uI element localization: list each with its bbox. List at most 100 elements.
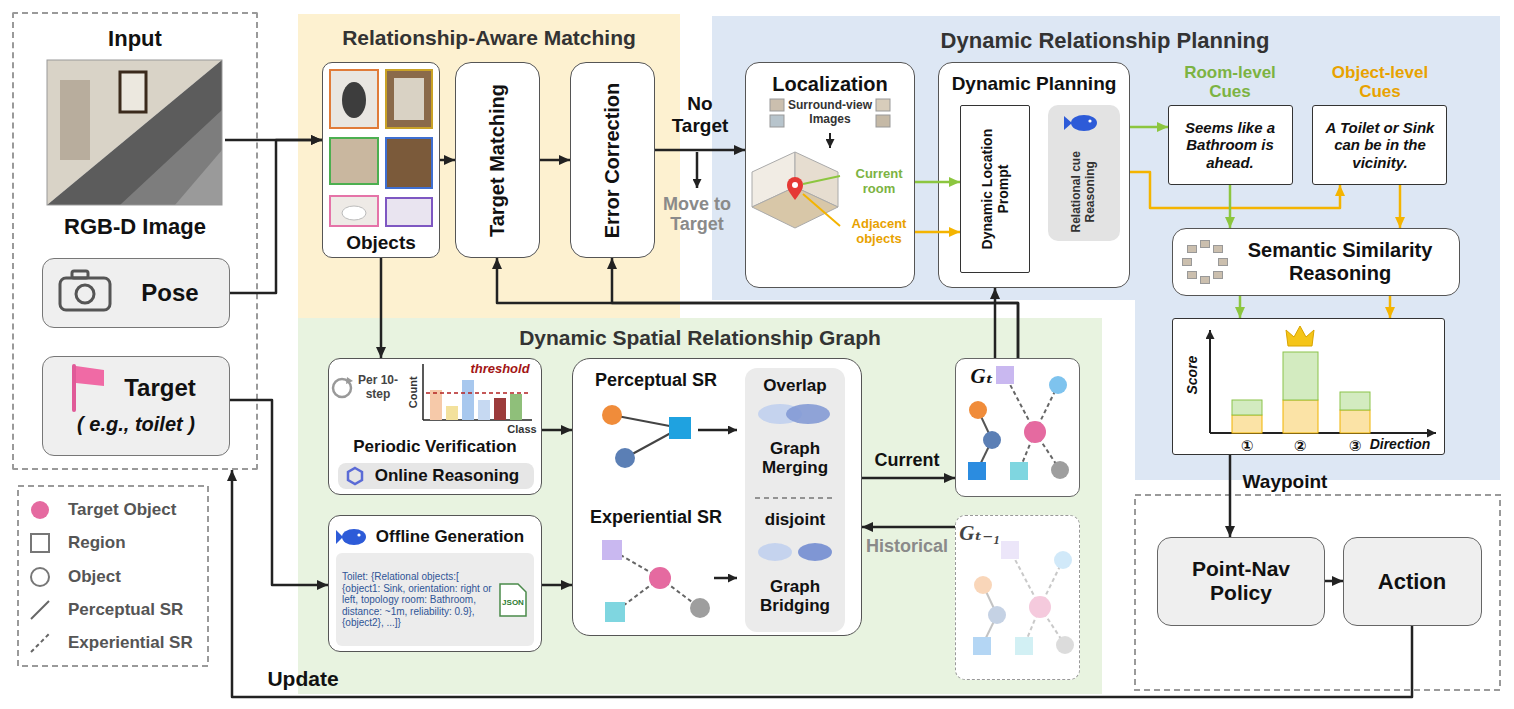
surround-icon xyxy=(1214,272,1223,279)
connector-arrow xyxy=(542,584,572,587)
graph-historical xyxy=(988,606,1006,624)
legend-text: Experiential SR xyxy=(68,633,204,653)
cue-box: Object-level CuesA Toilet or Sink can be… xyxy=(1312,105,1447,185)
cue-box-text: Room-level Cues xyxy=(1171,63,1289,102)
histogram xyxy=(510,394,522,420)
pose-box: Pose xyxy=(42,258,230,328)
relationship-box-text: Experiential SR xyxy=(576,507,736,528)
flag-icon xyxy=(72,366,76,410)
policy-box: Point-Nav Policy xyxy=(1157,537,1325,626)
localization-illustration xyxy=(770,99,784,111)
histogram xyxy=(446,406,458,420)
edge-label: Historical xyxy=(861,536,953,557)
connector-arrow xyxy=(540,159,570,162)
score-chart-box-text: ② xyxy=(1289,437,1311,454)
operation-box-text: disjoint xyxy=(747,510,843,530)
graph-box-text: Gₜ xyxy=(962,364,1002,388)
connector-arrow xyxy=(1229,455,1232,537)
score-chart xyxy=(1340,410,1370,433)
score-chart xyxy=(1210,326,1436,433)
connector-arrow xyxy=(230,400,328,585)
whale-icon xyxy=(1071,115,1097,131)
histogram xyxy=(338,463,534,489)
object-thumbnails xyxy=(330,196,378,226)
graph-historical xyxy=(974,576,992,594)
score-chart-box-text: Direction xyxy=(1363,436,1437,452)
localization-illustration xyxy=(876,115,890,127)
camera-icon xyxy=(72,271,88,278)
score-chart-box-text: ③ xyxy=(1344,437,1366,454)
relationship-box-text: Perceptual SR xyxy=(581,370,731,391)
flag-icon xyxy=(74,366,104,410)
rgbd-image xyxy=(175,150,222,205)
process-box: Semantic Similarity Reasoning xyxy=(1172,228,1460,296)
relation-graphs xyxy=(698,429,737,432)
legend-sample xyxy=(31,601,49,619)
legend-box xyxy=(18,486,208,666)
operation-box-text: Graph Bridging xyxy=(747,577,843,616)
target-box: Target( e.g., toilet ) xyxy=(42,356,230,456)
histogram xyxy=(478,400,490,420)
surround-icon xyxy=(1214,246,1223,253)
policy-region xyxy=(1135,495,1500,690)
edge-label: Update xyxy=(255,667,351,691)
object-thumbnails xyxy=(394,78,424,120)
policy-box-text: Point-Nav Policy xyxy=(1166,557,1316,605)
connector-arrow xyxy=(915,231,960,234)
object-thumbnails xyxy=(386,138,432,188)
objects-box-text: Objects xyxy=(326,232,436,254)
connector-arrow xyxy=(380,258,383,358)
whale-icon xyxy=(342,529,366,545)
legend-sample xyxy=(31,634,49,652)
generation-box-text: Offline Generation xyxy=(364,527,536,547)
planning-box: Dynamic PlanningDynamic Location PromptR… xyxy=(938,62,1130,288)
prompt-box-text: Dynamic Location Prompt xyxy=(979,110,1011,268)
graph-current xyxy=(1010,462,1028,480)
action-box-text: Action xyxy=(1352,569,1472,594)
connector-arrow xyxy=(655,149,745,152)
object-thumbnails xyxy=(342,82,366,118)
rgbd-image xyxy=(47,60,222,205)
graph-historical xyxy=(973,541,1074,655)
legend-text: Perceptual SR xyxy=(68,600,204,620)
cue-box-text: A Toilet or Sink can be in the vicinity. xyxy=(1316,119,1444,171)
connector-arrow xyxy=(232,470,1412,697)
surround-icon xyxy=(1219,259,1228,266)
connector-arrow xyxy=(915,181,960,184)
graph-historical xyxy=(1054,551,1072,569)
edge-label: No Target xyxy=(665,93,735,137)
relation-graphs xyxy=(786,404,830,424)
graph-box: Gₜ₋₁ xyxy=(955,515,1080,680)
connector-arrow xyxy=(1229,185,1232,228)
whale-icon xyxy=(1064,115,1097,131)
legend-sample xyxy=(31,568,49,586)
connector-arrow xyxy=(862,477,955,480)
localization-illustration xyxy=(792,182,798,188)
graph-current xyxy=(1051,461,1069,479)
object-thumbnails xyxy=(330,70,432,226)
camera-icon xyxy=(60,278,110,310)
localization-box-text: Surround-view Images xyxy=(785,99,875,127)
camera-icon xyxy=(60,271,110,310)
action-box: Action xyxy=(1343,537,1482,626)
rgbd-image xyxy=(47,60,222,205)
score-chart xyxy=(1286,326,1314,346)
surround-icon xyxy=(1201,241,1210,248)
relation-graphs xyxy=(758,543,792,561)
yellow-band xyxy=(298,14,680,318)
graph-current xyxy=(1024,421,1046,443)
score-chart xyxy=(1283,400,1318,433)
json-panel xyxy=(336,553,534,646)
surround-icon xyxy=(1188,246,1197,253)
object-thumbnails xyxy=(386,198,432,226)
relation-graphs xyxy=(714,577,737,580)
cue-box-text: Object-level Cues xyxy=(1320,63,1440,102)
image-node-text: RGB-D Image xyxy=(46,214,224,239)
score-chart xyxy=(1283,352,1318,400)
input-panel-text: Input xyxy=(75,26,195,51)
target-box-text: ( e.g., toilet ) xyxy=(48,413,224,436)
operation-box-text: Overlap xyxy=(747,376,843,396)
pose-box-text: Pose xyxy=(125,279,215,307)
